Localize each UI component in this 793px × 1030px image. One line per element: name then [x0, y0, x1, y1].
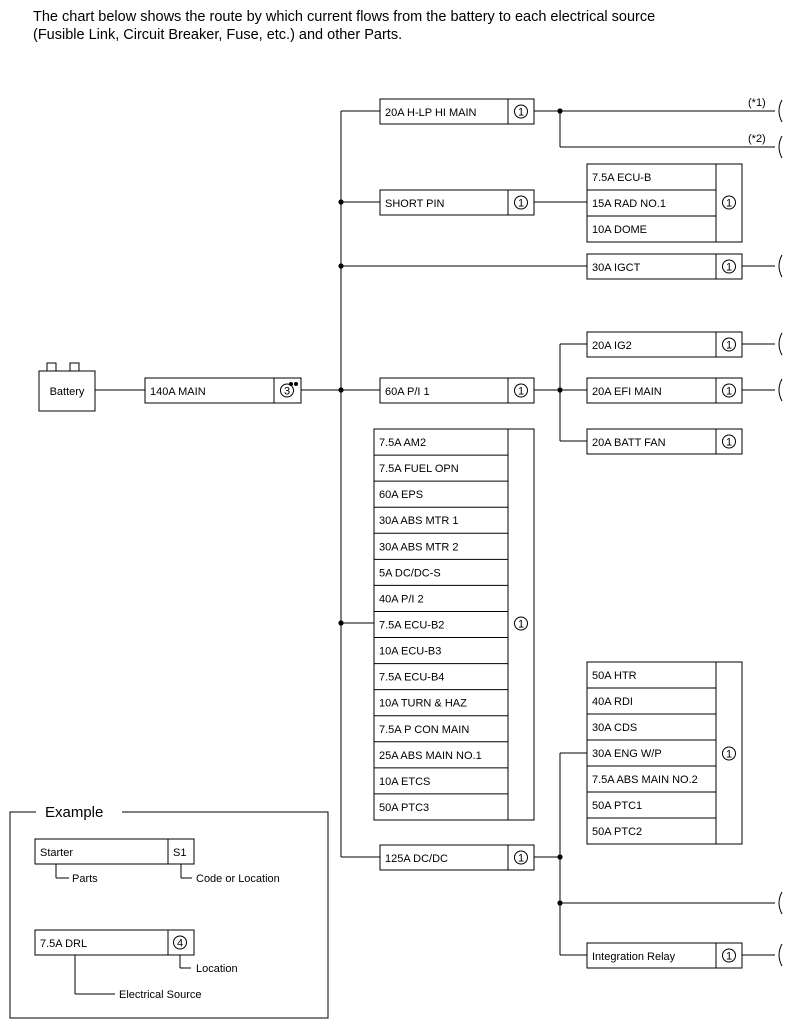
efi-main-fuse: 20A EFI MAIN 1 — [586, 377, 743, 404]
main-group-item: 7.5A AM2 — [379, 437, 426, 449]
batt-fan-label: 20A BATT FAN — [592, 437, 666, 449]
main-group-item: 60A EPS — [379, 489, 423, 501]
example-part-label: Starter — [40, 847, 73, 859]
dcdc-fuse: 125A DC/DC 1 — [379, 844, 535, 871]
igct-location: 1 — [726, 262, 732, 274]
pi1-location: 1 — [518, 386, 524, 398]
main-fusible-link: 140A MAIN 3 — [144, 377, 302, 404]
main-group-item: 10A ETCS — [379, 776, 430, 788]
main-group-item: 5A DC/DC-S — [379, 567, 441, 579]
main-group-item: 25A ABS MAIN NO.1 — [379, 750, 482, 762]
code-caption: Code or Location — [196, 873, 280, 885]
intro-line-1: The chart below shows the route by which… — [33, 9, 656, 25]
ig2-fuse: 20A IG2 1 — [586, 331, 743, 358]
igct-label: 30A IGCT — [592, 262, 641, 274]
location-circle — [280, 383, 294, 398]
main-group-item: 7.5A FUEL OPN — [379, 463, 459, 475]
batt-fan-fuse: 20A BATT FAN 1 — [586, 428, 743, 455]
main-group-item: 50A PTC3 — [379, 802, 429, 814]
dcdc-group-item: 40A RDI — [592, 696, 633, 708]
main-group-location: 1 — [518, 619, 524, 631]
intro-text: The chart below shows the route by which… — [33, 8, 773, 44]
example-legend: Example Starter S1 Parts Code or Locatio… — [9, 804, 329, 1019]
fuse-rad-no1: 15A RAD NO.1 — [592, 198, 666, 210]
batt-fan-location: 1 — [726, 437, 732, 449]
dcdc-group-item: 30A CDS — [592, 722, 637, 734]
short-pin-label: SHORT PIN — [385, 198, 445, 210]
short-pin-location: 1 — [518, 198, 524, 210]
dcdc-group-item: 50A PTC1 — [592, 800, 642, 812]
source-caption: Electrical Source — [119, 989, 202, 1001]
junction-dots — [338, 108, 563, 906]
main-group-item: 30A ABS MTR 2 — [379, 541, 458, 553]
pi1-fuse: 60A P/I 1 1 — [379, 377, 535, 404]
main-group-item: 7.5A ECU-B2 — [379, 620, 444, 632]
battery: Battery — [38, 362, 96, 412]
main-fuse-group: 7.5A AM2 7.5A FUEL OPN 60A EPS 30A ABS MTR … — [373, 428, 535, 821]
igct-fuse: 30A IGCT 1 — [586, 253, 743, 280]
ecu-b-fuse-group: 7.5A ECU-B 15A RAD NO.1 10A DOME 1 — [586, 163, 743, 243]
main-group-item: 7.5A P CON MAIN — [379, 724, 469, 736]
integration-relay-location: 1 — [726, 951, 732, 963]
main-group-item: 30A ABS MTR 1 — [379, 515, 458, 527]
dcdc-group-item: 7.5A ABS MAIN NO.2 — [592, 774, 698, 786]
dcdc-fuse-group: 50A HTR 40A RDI 30A CDS 30A ENG W/P 7.5A ABS… — [586, 661, 743, 845]
integration-relay: Integration Relay 1 — [586, 942, 743, 969]
ig2-label: 20A IG2 — [592, 340, 632, 352]
main-group-item: 10A TURN & HAZ — [379, 698, 467, 710]
example-part-code: S1 — [173, 847, 186, 859]
main-fuse-location: 3 — [284, 386, 290, 398]
hlp-hi-main-fuse: 20A H-LP HI MAIN 1 (*1) (*2) — [379, 97, 766, 145]
integration-relay-label: Integration Relay — [592, 951, 676, 963]
hlp-label: 20A H-LP HI MAIN — [385, 107, 477, 119]
example-source-location: 4 — [177, 938, 183, 950]
pi1-label: 60A P/I 1 — [385, 386, 430, 398]
location-caption: Location — [196, 963, 238, 975]
wiring — [95, 99, 783, 967]
ecu-b-group-location: 1 — [726, 198, 732, 210]
note-1: (*1) — [748, 97, 766, 109]
intro-line-2: (Fusible Link, Circuit Breaker, Fuse, et… — [33, 27, 403, 43]
fuse-dome: 10A DOME — [592, 224, 647, 236]
dcdc-location: 1 — [518, 853, 524, 865]
dcdc-group-item: 30A ENG W/P — [592, 748, 662, 760]
efi-main-label: 20A EFI MAIN — [592, 386, 662, 398]
ig2-location: 1 — [726, 340, 732, 352]
dcdc-label: 125A DC/DC — [385, 853, 448, 865]
example-title: Example — [45, 804, 103, 821]
short-pin: SHORT PIN 1 — [379, 189, 535, 216]
main-fuse-label: 140A MAIN — [150, 386, 206, 398]
dcdc-group-item: 50A HTR — [592, 670, 637, 682]
note-2: (*2) — [748, 133, 766, 145]
battery-label: Battery — [50, 386, 85, 398]
example-source-label: 7.5A DRL — [40, 938, 87, 950]
parts-caption: Parts — [72, 873, 98, 885]
main-group-item: 10A ECU-B3 — [379, 646, 441, 658]
dcdc-group-item: 50A PTC2 — [592, 826, 642, 838]
main-group-item: 7.5A ECU-B4 — [379, 672, 444, 684]
dcdc-group-location: 1 — [726, 749, 732, 761]
fuse-ecu-b: 7.5A ECU-B — [592, 172, 651, 184]
hlp-location: 1 — [518, 107, 524, 119]
main-group-item: 40A P/I 2 — [379, 593, 424, 605]
efi-main-location: 1 — [726, 386, 732, 398]
